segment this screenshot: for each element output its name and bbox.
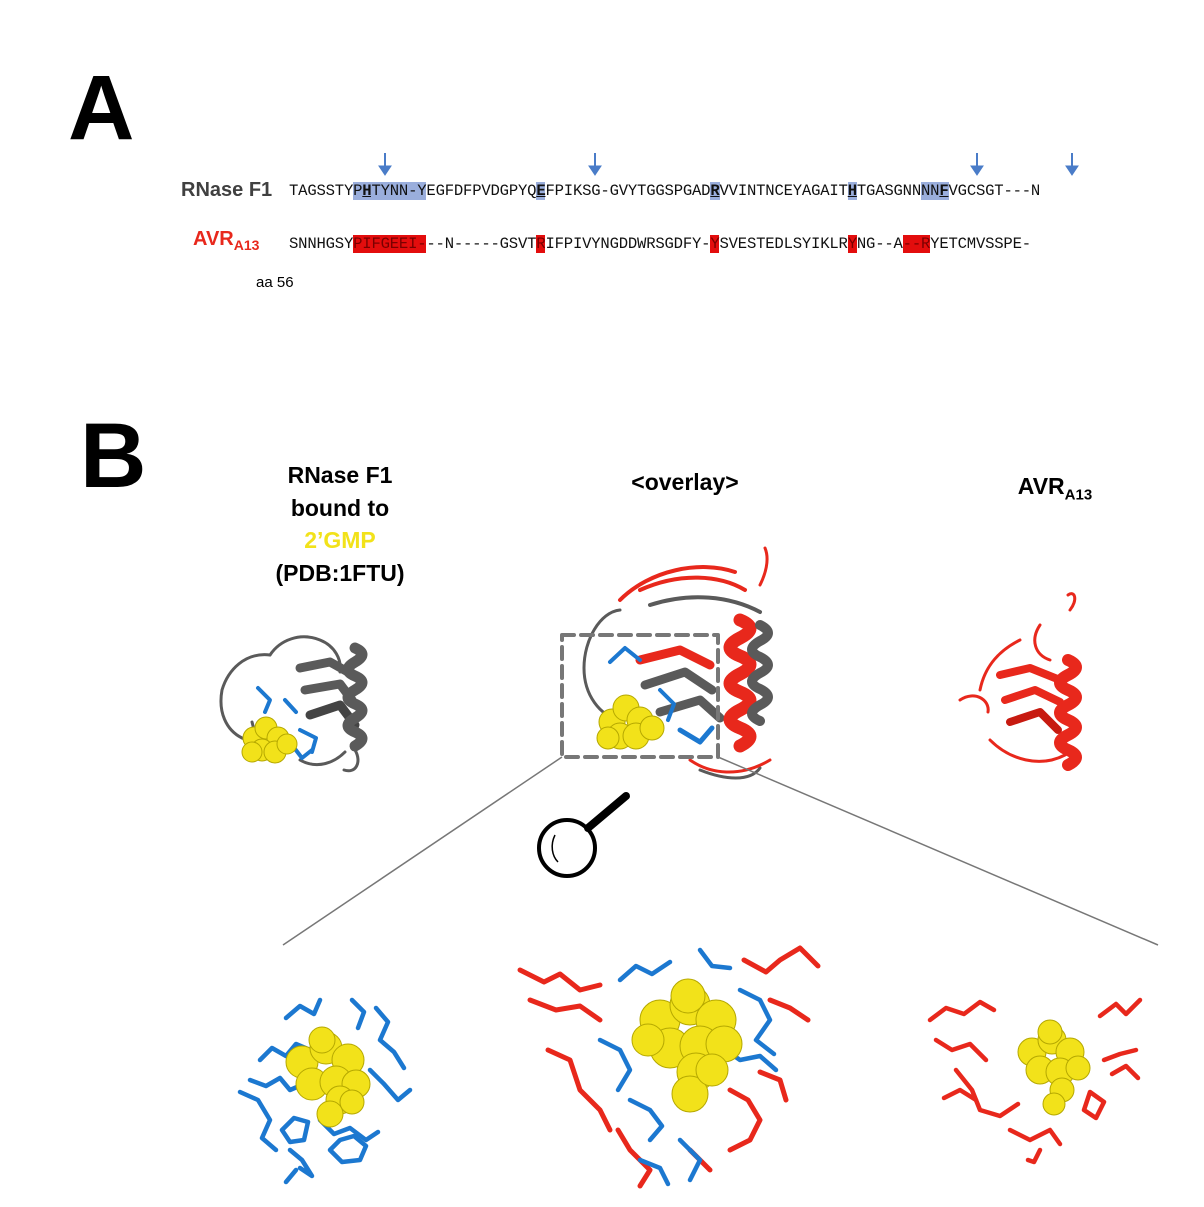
avr-a13-sequence: SNNHGSYPIFGEEI---N-----GSVTRIFPIVYNGDDWR…: [289, 235, 1031, 253]
overlay-pocket-detail: [517, 945, 821, 1189]
rnase-f1-structure: [219, 635, 368, 773]
sequence-segment: E: [536, 182, 546, 200]
sequence-segment: F: [939, 182, 949, 200]
zoom-box: [560, 633, 720, 759]
sequence-segment: P: [353, 182, 363, 200]
rnase-f1-label: RNase F1: [181, 179, 273, 201]
sequence-segment: TGASGNN: [856, 182, 921, 200]
sequence-segment: NN: [921, 182, 940, 200]
overlay-structure: [560, 546, 773, 780]
sequence-segment: H: [847, 182, 857, 200]
sequence-segment: --N-----GSVT: [426, 235, 537, 253]
rnase-structure-title: RNase F1 bound to 2’GMP (PDB:1FTU): [250, 459, 430, 590]
sequence-segment: H: [362, 182, 372, 200]
sequence-segment: Y: [710, 235, 720, 253]
arrow-icon: [588, 153, 602, 176]
avr-pocket-detail: [927, 997, 1143, 1165]
sequence-segment: NG--A: [856, 235, 903, 253]
avr-label-text: AVR: [193, 228, 234, 250]
pdb-id: (PDB:1FTU): [275, 559, 405, 586]
avr-title-sub: A13: [1064, 486, 1093, 504]
arrow-icon: [378, 153, 392, 176]
sequence-segment: EGFDFPVDGPYQ: [426, 182, 537, 200]
sequence-segment: SVESTEDLSYIKLR: [719, 235, 848, 253]
avr-title-text: AVR: [1017, 473, 1065, 499]
sequence-segment: IFPIVYNGDDWRSGDFY-: [545, 235, 711, 253]
avr-label-sub: A13: [233, 237, 260, 253]
sequence-segment: TYNN-Y: [371, 182, 427, 200]
rnase-f1-sequence: TAGSSTYPHTYNN-YEGFDFPVDGPYQEFPIKSG-GVYTG…: [289, 182, 1040, 200]
sequence-segment: IFGEEI-: [362, 235, 427, 253]
sequence-segment: R: [536, 235, 546, 253]
avr-structure-title: AVRA13: [990, 470, 1120, 506]
avr-a13-structure: [958, 592, 1082, 771]
sequence-segment: VVINTNCEYAGAIT: [719, 182, 848, 200]
active-site-arrows: [378, 153, 1079, 176]
title-line-1: RNase F1: [287, 462, 393, 488]
sequence-segment: FPIKSG-GVYTGGSPGAD: [545, 182, 711, 200]
sequence-segment: --R: [902, 235, 931, 253]
sequence-segment: Y: [847, 235, 857, 253]
arrow-icon: [970, 153, 984, 176]
ligand-name: 2’GMP: [304, 527, 376, 554]
sequence-segment: YETCMVSSPE-: [930, 235, 1031, 253]
magnifier-icon: [537, 792, 630, 878]
overlay-title: <overlay>: [631, 469, 739, 495]
zoom-connector-lines: [282, 756, 1159, 946]
sequence-segment: VGCSGT---N: [948, 182, 1041, 200]
sequence-segment: R: [710, 182, 720, 200]
arrow-icon: [1065, 153, 1079, 176]
rnase-pocket-detail: [237, 997, 413, 1185]
panel-letter-a: A: [68, 57, 135, 159]
sequence-segment: P: [353, 235, 363, 253]
title-line-2: bound to: [290, 494, 390, 521]
sequence-segment: TAGSSTY: [289, 182, 354, 200]
avr-a13-label: AVRA13: [193, 228, 259, 253]
panel-letter-b: B: [80, 405, 147, 507]
position-label: aa 56: [256, 274, 294, 291]
sequence-segment: SNNHGSY: [289, 235, 354, 253]
